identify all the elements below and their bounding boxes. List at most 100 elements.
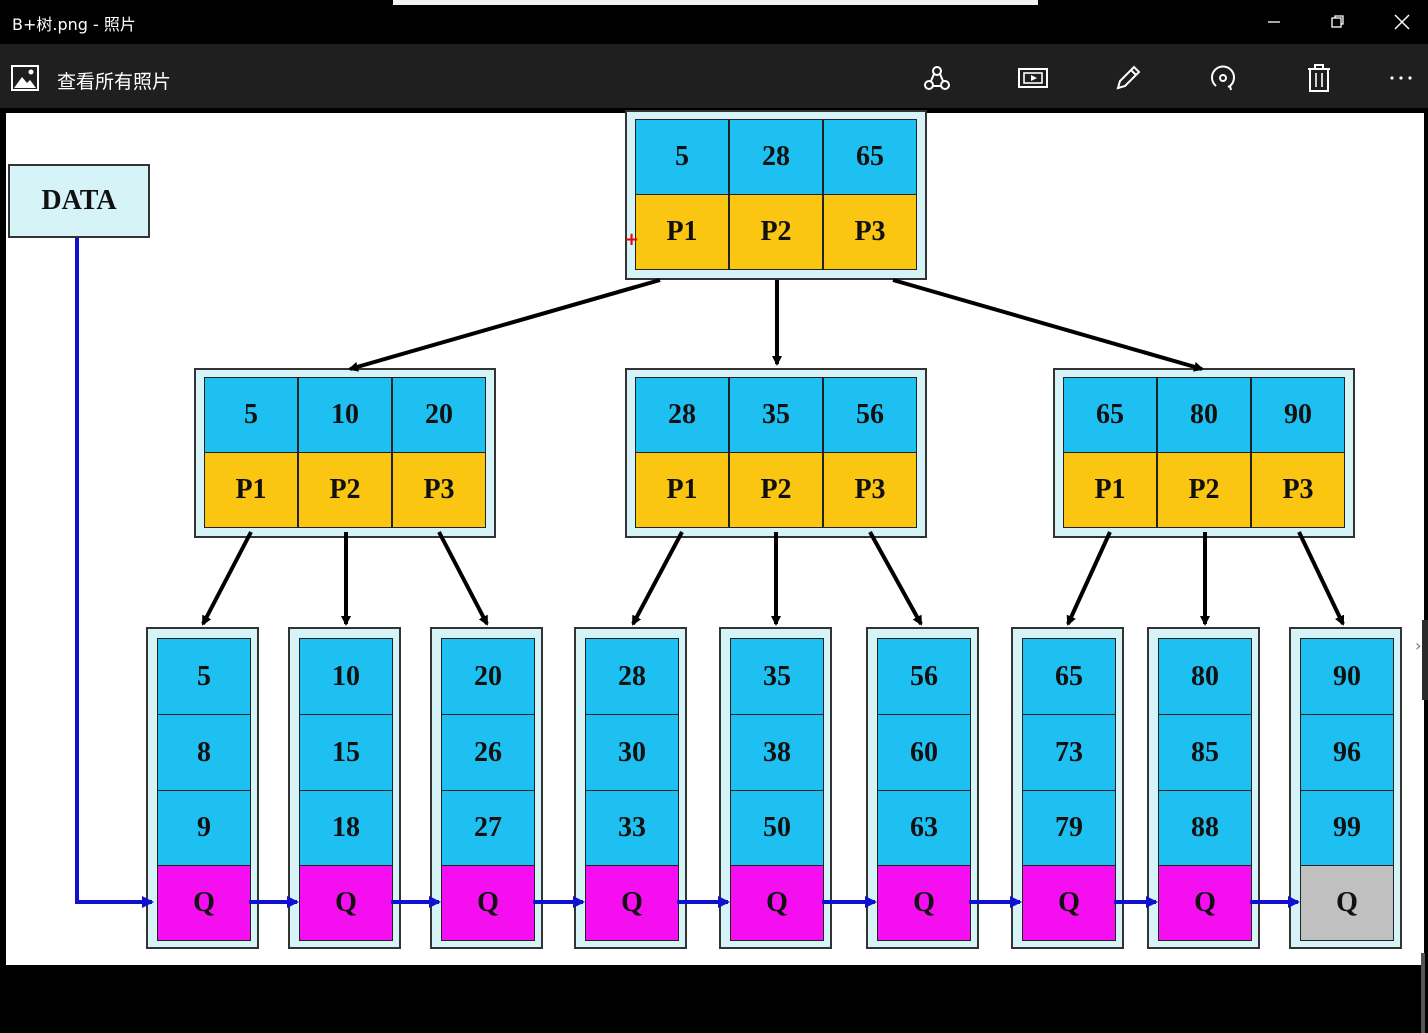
more-icon — [1390, 76, 1412, 80]
key-cell: 96 — [1300, 714, 1394, 791]
leaf-pointer-cell: Q — [441, 865, 535, 941]
slideshow-icon — [1018, 68, 1048, 88]
delete-icon — [1308, 64, 1330, 92]
pointer-cell: P3 — [823, 194, 917, 270]
edit-icon — [1116, 65, 1141, 90]
key-cell: 80 — [1158, 638, 1252, 715]
leaf-pointer-cell: Q — [1022, 865, 1116, 941]
leaf-pointer-cell: Q — [1158, 865, 1252, 941]
pointer-cell: P2 — [729, 452, 823, 528]
photos-app-icon[interactable] — [11, 65, 39, 91]
key-cell: 99 — [1300, 790, 1394, 866]
key-cell: 20 — [392, 377, 486, 453]
minimize-icon — [1268, 21, 1280, 23]
pointer-cell: P2 — [1157, 452, 1251, 528]
key-cell: 5 — [157, 638, 251, 715]
key-cell: 73 — [1022, 714, 1116, 791]
key-cell: 33 — [585, 790, 679, 866]
data-label-box: DATA — [8, 164, 150, 238]
key-cell: 8 — [157, 714, 251, 791]
scrollbar-thumb[interactable] — [1421, 953, 1425, 1033]
see-all-photos-link[interactable]: 查看所有照片 — [57, 71, 172, 93]
pointer-cell: P2 — [729, 194, 823, 270]
pointer-cell: P3 — [823, 452, 917, 528]
pointer-cell: P2 — [298, 452, 392, 528]
key-cell: 65 — [1063, 377, 1157, 453]
pointer-cell: P3 — [1251, 452, 1345, 528]
key-cell: 5 — [635, 119, 729, 195]
key-cell: 20 — [441, 638, 535, 715]
key-cell: 26 — [441, 714, 535, 791]
share-icon — [924, 66, 950, 90]
leaf-pointer-cell: Q — [157, 865, 251, 941]
leaf-pointer-cell: Q — [1300, 865, 1394, 941]
key-cell: 5 — [204, 377, 298, 453]
more-button[interactable] — [1378, 56, 1424, 100]
rotate-icon — [1211, 65, 1235, 91]
red-cursor-mark: + — [624, 229, 640, 250]
app-toolbar: 查看所有照片 — [0, 44, 1428, 108]
key-cell: 9 — [157, 790, 251, 866]
key-cell: 56 — [823, 377, 917, 453]
window-title: B+树.png - 照片 — [12, 15, 136, 34]
key-cell: 27 — [441, 790, 535, 866]
key-cell: 28 — [729, 119, 823, 195]
key-cell: 28 — [635, 377, 729, 453]
key-cell: 10 — [299, 638, 393, 715]
leaf-pointer-cell: Q — [730, 865, 824, 941]
key-cell: 88 — [1158, 790, 1252, 866]
pointer-cell: P3 — [392, 452, 486, 528]
delete-button[interactable] — [1296, 56, 1342, 100]
minimize-button[interactable] — [1244, 0, 1304, 44]
edit-button[interactable] — [1105, 56, 1151, 100]
chevron-right-icon[interactable]: › — [1415, 636, 1422, 655]
next-image-handle[interactable] — [1422, 620, 1428, 700]
leaf-pointer-cell: Q — [877, 865, 971, 941]
leaf-pointer-cell: Q — [299, 865, 393, 941]
key-cell: 65 — [1022, 638, 1116, 715]
key-cell: 38 — [730, 714, 824, 791]
close-button[interactable] — [1372, 0, 1428, 44]
key-cell: 35 — [729, 377, 823, 453]
title-bar: B+树.png - 照片 — [0, 0, 1428, 44]
key-cell: 18 — [299, 790, 393, 866]
pointer-cell: P1 — [1063, 452, 1157, 528]
key-cell: 35 — [730, 638, 824, 715]
pointer-cell: P1 — [204, 452, 298, 528]
key-cell: 79 — [1022, 790, 1116, 866]
key-cell: 63 — [877, 790, 971, 866]
share-button[interactable] — [914, 56, 960, 100]
key-cell: 28 — [585, 638, 679, 715]
restore-icon — [1331, 15, 1344, 28]
key-cell: 90 — [1251, 377, 1345, 453]
key-cell: 60 — [877, 714, 971, 791]
pointer-cell: P1 — [635, 194, 729, 270]
leaf-pointer-cell: Q — [585, 865, 679, 941]
key-cell: 10 — [298, 377, 392, 453]
key-cell: 85 — [1158, 714, 1252, 791]
slideshow-button[interactable] — [1010, 56, 1056, 100]
key-cell: 56 — [877, 638, 971, 715]
key-cell: 15 — [299, 714, 393, 791]
restore-button[interactable] — [1308, 0, 1368, 44]
key-cell: 30 — [585, 714, 679, 791]
key-cell: 65 — [823, 119, 917, 195]
rotate-button[interactable] — [1200, 56, 1246, 100]
key-cell: 90 — [1300, 638, 1394, 715]
drag-handle[interactable] — [393, 0, 1038, 5]
pointer-cell: P1 — [635, 452, 729, 528]
key-cell: 50 — [730, 790, 824, 866]
